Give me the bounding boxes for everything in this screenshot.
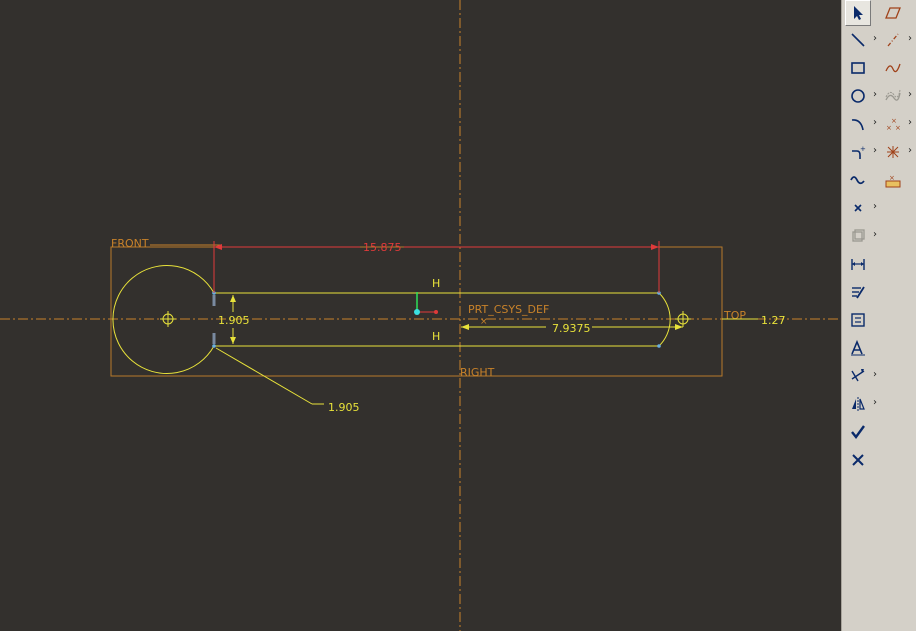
left-arc-center — [160, 311, 176, 327]
use-edge-flyout-arrow[interactable]: › — [873, 229, 877, 240]
mirror-flyout-arrow[interactable]: › — [873, 397, 877, 408]
spline-datum-curve-icon[interactable] — [880, 55, 906, 81]
svg-text:×: × — [895, 124, 901, 132]
modify-icon[interactable] — [845, 279, 871, 305]
top-datum-label: TOP — [723, 309, 746, 322]
datum-points-flyout-arrow[interactable]: › — [908, 117, 912, 128]
sketch-canvas[interactable]: FRONT TOP RIGHT PRT_CSYS_DEF × — [0, 0, 841, 631]
sketch-toolbar: › › › + › › › › › — [841, 0, 916, 631]
centerline-icon[interactable] — [880, 27, 906, 53]
right-arc — [658, 292, 671, 347]
use-edge-icon[interactable] — [845, 223, 871, 249]
length-dimension[interactable]: 15.875 — [363, 241, 402, 254]
arc-icon[interactable] — [845, 111, 871, 137]
fillet-icon[interactable]: + — [845, 139, 871, 165]
arc-flyout-arrow[interactable]: › — [873, 117, 877, 128]
cancel-x-icon[interactable] — [845, 447, 871, 473]
text-icon[interactable] — [845, 335, 871, 361]
circle-flyout-arrow[interactable]: › — [873, 89, 877, 100]
trim-flyout-arrow[interactable]: › — [873, 369, 877, 380]
csys-flyout-arrow[interactable]: › — [908, 145, 912, 156]
half-length-dimension[interactable]: 7.9375 — [552, 322, 591, 335]
done-check-icon[interactable] — [845, 419, 871, 445]
trim-icon[interactable] — [845, 363, 871, 389]
csys-label: PRT_CSYS_DEF — [468, 303, 549, 316]
point-flyout-arrow[interactable]: › — [873, 201, 877, 212]
svg-text:+: + — [860, 145, 866, 153]
offset-curve-icon[interactable] — [880, 83, 906, 109]
horizontal-constraint-bottom[interactable]: H — [432, 330, 440, 343]
fillet-flyout-arrow[interactable]: › — [873, 145, 877, 156]
left-width-dimension[interactable]: 1.905 — [218, 314, 250, 327]
svg-text:×: × — [889, 174, 895, 182]
plane-icon[interactable] — [880, 0, 906, 26]
radius-dimension[interactable]: 1.905 — [328, 401, 360, 414]
line-icon[interactable] — [845, 27, 871, 53]
endpoint[interactable] — [657, 344, 661, 348]
spline-icon[interactable] — [845, 167, 871, 193]
circle-icon[interactable] — [845, 83, 871, 109]
horizontal-constraint-top[interactable]: H — [432, 277, 440, 290]
coordinate-triad-icon — [414, 292, 438, 315]
endpoint[interactable] — [212, 344, 216, 348]
csys-marker: × — [480, 317, 488, 327]
palette-icon[interactable]: × — [880, 167, 906, 193]
left-arc — [112, 265, 215, 374]
radius-leader — [215, 347, 313, 405]
dimension-icon[interactable] — [845, 251, 871, 277]
right-datum-label: RIGHT — [460, 366, 495, 379]
datum-points-icon[interactable]: ××× — [880, 111, 906, 137]
point-icon[interactable] — [845, 195, 871, 221]
right-offset-dimension[interactable]: 1.27 — [761, 314, 786, 327]
svg-text:×: × — [886, 124, 892, 132]
constraints-icon[interactable] — [845, 307, 871, 333]
centerline-flyout-arrow[interactable]: › — [908, 33, 912, 44]
select-arrow-icon[interactable] — [845, 0, 871, 26]
mirror-icon[interactable] — [845, 391, 871, 417]
line-flyout-arrow[interactable]: › — [873, 33, 877, 44]
svg-text:×: × — [891, 117, 897, 125]
rectangle-icon[interactable] — [845, 55, 871, 81]
offset-flyout-arrow[interactable]: › — [908, 89, 912, 100]
right-arc-center — [675, 311, 691, 327]
front-datum-label: FRONT — [111, 237, 149, 250]
coordinate-system-icon[interactable] — [880, 139, 906, 165]
